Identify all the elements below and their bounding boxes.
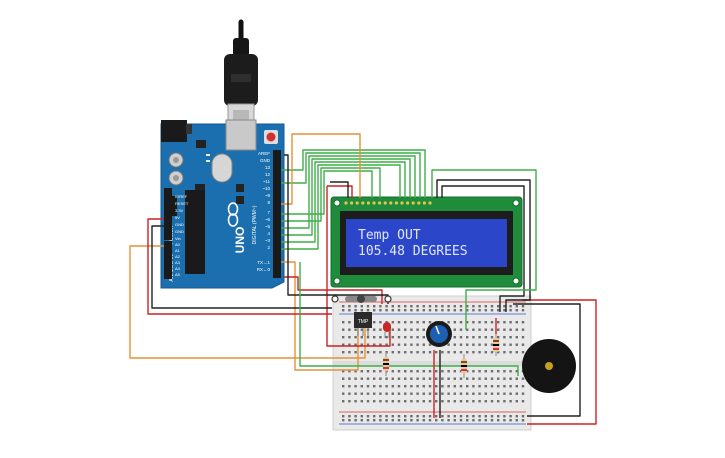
usb-cable[interactable] (224, 19, 258, 135)
pin-label-5v: 5V (175, 215, 180, 220)
analog-pin-header[interactable] (164, 241, 172, 279)
wire-black-gnd (151, 225, 332, 309)
wire-orange-b (281, 261, 359, 371)
atmega-chip (185, 190, 205, 274)
pin-label-a3: A3 (175, 260, 181, 265)
wire-green-d5 (281, 155, 416, 229)
wire-red-lcd (327, 185, 353, 198)
sensor-label: TMP (358, 319, 369, 325)
pin-label-a0: A0 (175, 242, 181, 247)
pin-label-a5: A5 (175, 272, 181, 277)
power-pin-header[interactable] (164, 188, 172, 240)
pin-label-8: 8 (267, 200, 270, 205)
wire-green-d2 (281, 164, 401, 250)
wire-black-lcd (330, 181, 349, 198)
pin-label-reset: RESET (175, 201, 189, 206)
wire-green-bottom (299, 262, 519, 376)
wire-green-d11 (281, 152, 421, 198)
pin-label-3: ~3 (265, 238, 271, 243)
reset-button[interactable] (266, 132, 276, 142)
lcd-screen (346, 219, 507, 267)
lcd-pin-row[interactable] (344, 201, 432, 205)
resistor-2[interactable] (461, 354, 467, 378)
breadboard[interactable] (332, 295, 532, 431)
pin-label-10: ~10 (262, 186, 270, 191)
breadboard-holes[interactable] (342, 305, 525, 422)
switch[interactable] (331, 295, 392, 303)
digital-header-label: DIGITAL (PWM~) (252, 205, 258, 244)
potentiometer[interactable] (426, 321, 452, 347)
wire-green-d7 (281, 170, 373, 215)
arduino-infinity-logo (227, 202, 239, 227)
wire-green-lcd-r (431, 169, 537, 330)
pin-label-tx: TX→1 (257, 260, 270, 265)
wires[interactable] (129, 133, 597, 425)
pin-label-6: ~6 (265, 217, 271, 222)
pin-label-ioref: IOREF (175, 194, 188, 199)
pin-label-gnd-b: GND (175, 229, 184, 234)
pin-label-11: ~11 (263, 179, 271, 184)
wire-red-5v (147, 218, 332, 315)
wire-green-d3 (281, 161, 406, 243)
pin-label-rx: RX←0 (257, 267, 271, 272)
pin-label-7: 7 (267, 210, 270, 215)
wire-orange-c (129, 245, 366, 359)
wire-black-lcd-r2 (441, 185, 525, 312)
power-jack (161, 120, 187, 142)
wire-red-bb (326, 186, 391, 347)
wire-green-d6 (281, 167, 381, 222)
wire-black-buzzer (513, 303, 581, 417)
wire-green-d12 (281, 149, 426, 198)
pin-label-4: 4 (267, 231, 270, 236)
arduino-uno-board[interactable]: UNO DIGITAL (PWM~) POWER ANALOG IN AREF … (160, 119, 285, 289)
pin-label-gnd-a: GND (175, 222, 184, 227)
wire-green-d4 (281, 158, 411, 236)
lcd-line-1: Temp OUT (358, 228, 421, 243)
pin-label-13: 13 (265, 165, 271, 170)
wire-red-buzzer (522, 299, 597, 425)
lcd-16x2-display[interactable]: Temp OUT 105.48 DEGREES (330, 196, 523, 288)
pin-label-9: ~9 (265, 193, 271, 198)
pin-label-gnd: GND (260, 158, 271, 163)
usb-jack (225, 119, 257, 151)
pin-label-aref: AREF (258, 151, 270, 156)
resistor-3[interactable] (493, 334, 499, 356)
pin-label-5: ~5 (265, 224, 271, 229)
digital-pin-header[interactable] (273, 150, 281, 278)
resistor-1[interactable] (383, 352, 389, 376)
board-brand: UNO (233, 227, 247, 254)
pin-label-3v3: 3.3V (175, 208, 184, 213)
pin-label-a1: A1 (175, 248, 181, 253)
lcd-line-2: 105.48 DEGREES (358, 244, 468, 259)
piezo-buzzer[interactable] (522, 339, 576, 393)
pin-label-2: 2 (267, 245, 270, 250)
pin-label-a4: A4 (175, 266, 181, 271)
pin-label-vin: Vin (175, 236, 181, 241)
pin-label-a2: A2 (175, 254, 181, 259)
tmp36-sensor[interactable]: TMP (354, 312, 372, 336)
red-led[interactable] (383, 322, 391, 338)
wire-black-lcd-r1 (436, 179, 531, 312)
pin-label-12: 12 (265, 172, 271, 177)
